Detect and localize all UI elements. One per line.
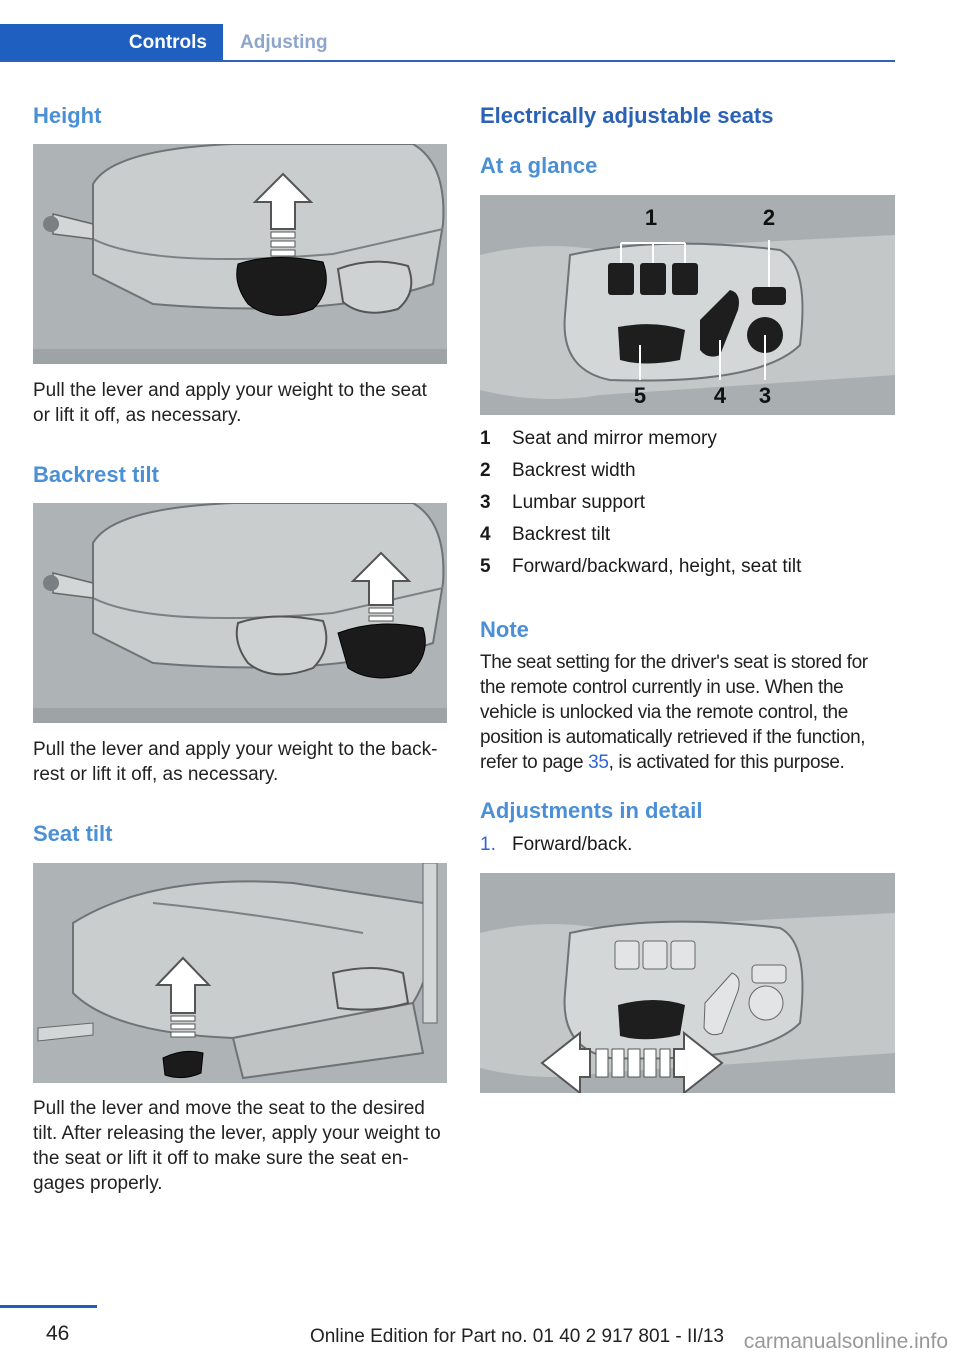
heading-backrest-tilt: Backrest tilt bbox=[33, 462, 159, 487]
legend-number: 4 bbox=[480, 524, 491, 545]
edition-line: Online Edition for Part no. 01 40 2 917 … bbox=[309, 1326, 724, 1347]
legend-number: 2 bbox=[480, 460, 491, 481]
note-text: The seat setting for the driver's seat i… bbox=[480, 650, 898, 775]
heading-at-a-glance: At a glance bbox=[480, 153, 598, 178]
legend-item: 5 Forward/backward, height, seat tilt bbox=[480, 551, 801, 583]
text-backrest-tilt: Pull the lever and apply your weight to … bbox=[33, 739, 438, 785]
legend-text: Backrest tilt bbox=[512, 524, 611, 545]
page-link-35[interactable]: 35 bbox=[588, 752, 609, 773]
heading-adjustments-detail: Adjustments in detail bbox=[480, 798, 703, 823]
heading-electric-seats: Electrically adjustable seats bbox=[480, 103, 774, 128]
footer-rule bbox=[0, 1305, 97, 1308]
figure-backrest-lever bbox=[33, 503, 447, 723]
text-seat-tilt: Pull the lever and move the seat to the … bbox=[33, 1098, 441, 1194]
step-item: 1. Forward/back. bbox=[480, 829, 632, 861]
page-number: 46 bbox=[46, 1322, 70, 1345]
header-rule bbox=[0, 60, 895, 62]
legend-number: 3 bbox=[480, 492, 491, 513]
figure-height-lever bbox=[33, 144, 447, 364]
callout-2: 2 bbox=[763, 205, 775, 230]
callout-1: 1 bbox=[645, 205, 657, 230]
step-number: 1. bbox=[480, 834, 496, 855]
callout-4: 4 bbox=[714, 383, 727, 408]
legend-text: Lumbar support bbox=[512, 492, 646, 513]
figure-seat-tilt-lever bbox=[33, 863, 447, 1083]
legend-text: Seat and mirror memory bbox=[512, 428, 717, 449]
legend-number: 1 bbox=[480, 428, 491, 449]
callout-5: 5 bbox=[634, 383, 646, 408]
heading-height: Height bbox=[33, 103, 102, 128]
header-tabbar: Controls Adjusting bbox=[0, 24, 895, 62]
tab-controls[interactable]: Controls bbox=[0, 24, 223, 62]
note-text-after: , is activated for this purpose. bbox=[608, 752, 845, 773]
heading-seat-tilt: Seat tilt bbox=[33, 821, 113, 846]
tab-adjusting[interactable]: Adjusting bbox=[240, 32, 328, 53]
legend-item: 2 Backrest width bbox=[480, 455, 636, 487]
step-text: Forward/back. bbox=[512, 834, 633, 855]
callout-3: 3 bbox=[759, 383, 771, 408]
watermark: carmanualsonline.info bbox=[743, 1330, 948, 1353]
legend-number: 5 bbox=[480, 556, 491, 577]
heading-note: Note bbox=[480, 617, 529, 642]
figure-seat-controls: 1 2 3 4 5 bbox=[480, 195, 895, 415]
legend-text: Forward/backward, height, seat tilt bbox=[512, 556, 802, 577]
figure-forward-back bbox=[480, 873, 895, 1093]
note-text-before: The seat setting for the driver's seat i… bbox=[480, 652, 868, 773]
text-height: Pull the lever and apply your weight to … bbox=[33, 380, 427, 426]
legend-item: 1 Seat and mirror memory bbox=[480, 423, 717, 455]
legend-text: Backrest width bbox=[512, 460, 636, 481]
legend-item: 4 Backrest tilt bbox=[480, 519, 610, 551]
legend-item: 3 Lumbar support bbox=[480, 487, 645, 519]
